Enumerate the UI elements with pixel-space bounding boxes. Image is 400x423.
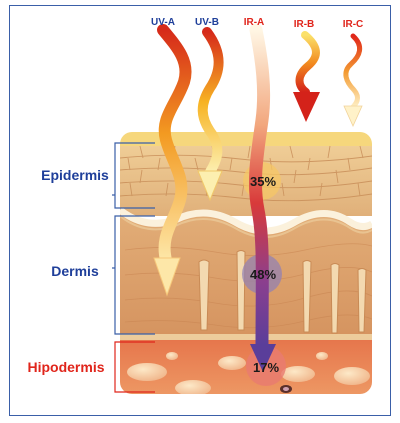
irb-ray [293, 31, 320, 122]
hipodermis-bracket [114, 341, 155, 393]
stratum-corneum [120, 132, 372, 146]
uva-arrowhead [153, 257, 181, 297]
fat-cells [127, 352, 370, 394]
layer-brackets [112, 142, 155, 393]
layer-label-hipodermis: Hipodermis [27, 359, 104, 375]
ray-label-uvb: UV-B [195, 17, 219, 28]
irc-ray [343, 33, 363, 127]
epidermis-bracket [112, 142, 155, 209]
uvb-arrowhead [197, 170, 223, 202]
ray-label-irc: IR-C [343, 19, 364, 30]
layer-label-epidermis: Epidermis [41, 167, 109, 183]
ira-arrowhead [250, 344, 276, 372]
epidermis-percent: 35% [250, 174, 276, 189]
ira-ray [248, 23, 276, 372]
uva-ray [153, 24, 192, 297]
hipodermis-percent: 17% [253, 360, 279, 375]
dermis-bracket [112, 215, 155, 335]
ray-label-ira: IR-A [244, 17, 265, 28]
layer-label-dermis: Dermis [51, 263, 99, 279]
ray-label-uva: UV-A [151, 17, 175, 28]
irc-arrowhead [343, 105, 363, 127]
ray-label-irb: IR-B [294, 19, 315, 30]
diagram-frame [9, 5, 391, 416]
dermis-percent: 48% [250, 267, 276, 282]
uvb-ray [197, 27, 224, 202]
irb-arrowhead [293, 92, 320, 122]
